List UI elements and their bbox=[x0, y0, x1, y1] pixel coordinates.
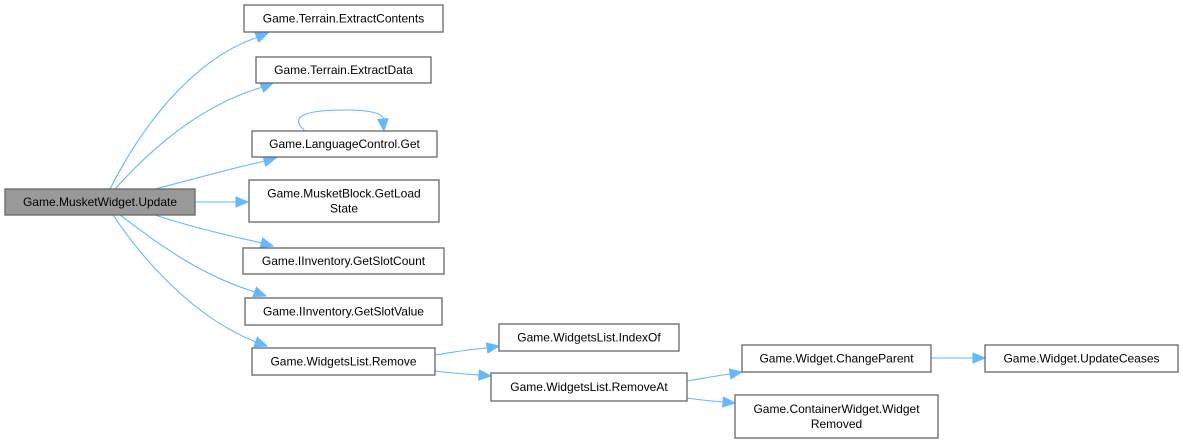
edge-line bbox=[154, 160, 266, 190]
edge-line bbox=[686, 397, 724, 403]
node-label: Game.LanguageControl.Get bbox=[269, 137, 420, 151]
node-box[interactable] bbox=[490, 372, 688, 402]
node-label: Game.WidgetsList.IndexOf bbox=[517, 331, 661, 345]
edge-widgets-removeat-to-container-removed bbox=[686, 396, 737, 408]
node-label: Game.Widget.ChangeParent bbox=[759, 352, 914, 366]
edge-line bbox=[434, 347, 488, 356]
edge-line bbox=[114, 86, 264, 190]
node-box[interactable] bbox=[251, 347, 436, 376]
nodes-layer: Game.MusketWidget.Update Game.Terrain.Ext… bbox=[4, 4, 1179, 439]
edges-layer bbox=[109, 32, 987, 408]
node-widgets-indexof[interactable]: Game.WidgetsList.IndexOf bbox=[498, 323, 680, 352]
edge-root-to-extract-data bbox=[114, 82, 275, 190]
node-box[interactable] bbox=[741, 344, 932, 373]
edge-root-to-get-slot-value bbox=[119, 214, 268, 298]
arrowhead-icon bbox=[259, 82, 275, 93]
arrowhead-icon bbox=[253, 336, 269, 348]
node-label: Game.Widget.UpdateCeases bbox=[1003, 352, 1159, 366]
node-label: Game.Terrain.ExtractContents bbox=[263, 12, 424, 26]
arrowhead-icon bbox=[262, 155, 278, 167]
node-box[interactable] bbox=[498, 323, 680, 352]
node-label: Removed bbox=[811, 417, 862, 431]
edge-line bbox=[119, 214, 256, 293]
node-box[interactable] bbox=[984, 344, 1179, 373]
edge-root-to-musket-load-state bbox=[195, 196, 250, 208]
node-box[interactable] bbox=[4, 188, 196, 216]
node-label: Game.Terrain.ExtractData bbox=[274, 63, 413, 77]
arrowhead-icon bbox=[259, 237, 275, 249]
arrowhead-icon bbox=[722, 396, 737, 408]
edge-root-to-widgets-remove bbox=[112, 214, 269, 348]
edge-line bbox=[112, 214, 257, 343]
edge-line bbox=[434, 370, 480, 376]
node-extract-data[interactable]: Game.Terrain.ExtractData bbox=[255, 56, 432, 84]
node-change-parent[interactable]: Game.Widget.ChangeParent bbox=[741, 344, 932, 373]
node-box[interactable] bbox=[242, 247, 445, 275]
node-label: Game.WidgetsList.Remove bbox=[270, 355, 416, 369]
arrowhead-icon bbox=[972, 352, 987, 364]
node-label: Game.WidgetsList.RemoveAt bbox=[510, 380, 668, 394]
node-root[interactable]: Game.MusketWidget.Update bbox=[4, 188, 196, 216]
node-label: Game.MusketWidget.Update bbox=[23, 195, 177, 209]
node-widgets-remove[interactable]: Game.WidgetsList.Remove bbox=[251, 347, 436, 376]
arrowhead-icon bbox=[377, 118, 389, 133]
arrowhead-icon bbox=[485, 342, 501, 354]
node-box[interactable] bbox=[251, 130, 438, 158]
edge-language-get-to-language-get bbox=[298, 109, 389, 133]
node-update-ceases[interactable]: Game.Widget.UpdateCeases bbox=[984, 344, 1179, 373]
node-box[interactable] bbox=[244, 297, 443, 326]
edge-line bbox=[686, 373, 731, 382]
arrowhead-icon bbox=[254, 32, 270, 43]
node-get-slot-count[interactable]: Game.IInventory.GetSlotCount bbox=[242, 247, 445, 275]
node-box[interactable] bbox=[243, 4, 444, 33]
node-language-get[interactable]: Game.LanguageControl.Get bbox=[251, 130, 438, 158]
edge-widgets-remove-to-widgets-indexof bbox=[434, 342, 501, 356]
arrowhead-icon bbox=[252, 286, 268, 298]
node-extract-contents[interactable]: Game.Terrain.ExtractContents bbox=[243, 4, 444, 33]
node-label: Game.IInventory.GetSlotCount bbox=[262, 254, 426, 268]
arrowhead-icon bbox=[235, 196, 250, 208]
arrowhead-icon bbox=[728, 368, 744, 380]
edge-change-parent-to-update-ceases bbox=[931, 352, 987, 364]
node-box[interactable] bbox=[255, 56, 432, 84]
node-label: Game.ContainerWidget.Widget bbox=[753, 402, 920, 416]
edge-root-to-extract-contents bbox=[109, 32, 270, 190]
edge-line bbox=[109, 36, 259, 190]
node-box[interactable] bbox=[734, 394, 939, 439]
edge-line bbox=[154, 214, 263, 244]
node-label: State bbox=[330, 202, 358, 216]
node-box[interactable] bbox=[248, 179, 440, 223]
edge-line bbox=[298, 109, 384, 132]
node-label: Game.MusketBlock.GetLoad bbox=[267, 187, 420, 201]
edge-widgets-removeat-to-change-parent bbox=[686, 368, 744, 382]
edge-widgets-remove-to-widgets-removeat bbox=[434, 369, 493, 381]
node-widgets-removeat[interactable]: Game.WidgetsList.RemoveAt bbox=[490, 372, 688, 402]
node-label: Game.IInventory.GetSlotValue bbox=[263, 305, 424, 319]
arrowhead-icon bbox=[478, 369, 493, 381]
node-get-slot-value[interactable]: Game.IInventory.GetSlotValue bbox=[244, 297, 443, 326]
edge-root-to-get-slot-count bbox=[154, 214, 275, 249]
